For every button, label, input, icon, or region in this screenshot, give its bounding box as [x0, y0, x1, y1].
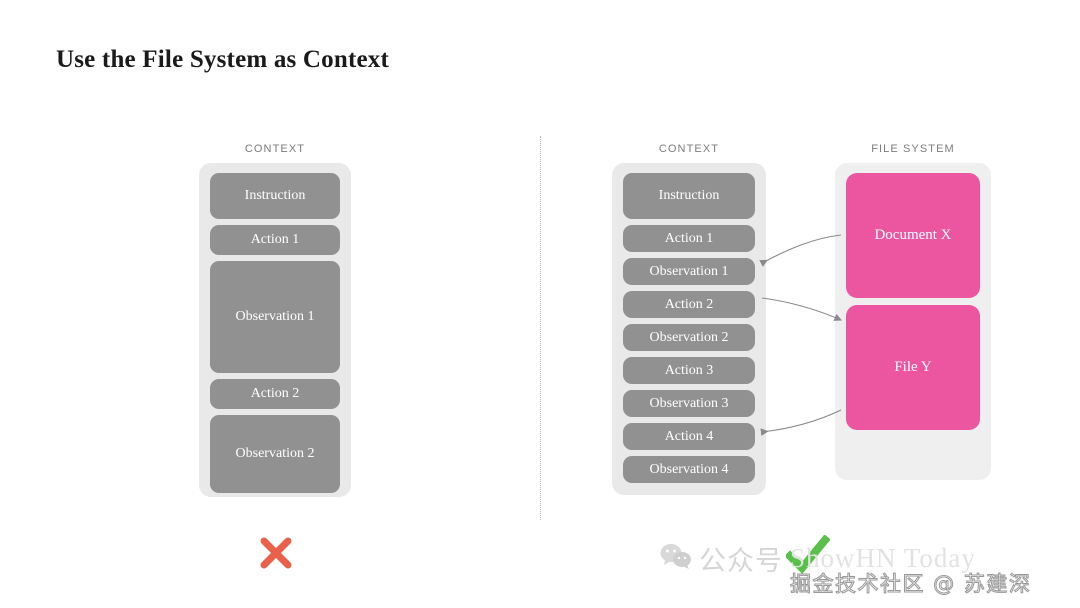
- filesystem-label: FILE SYSTEM: [871, 143, 955, 155]
- left-block-action-2[interactable]: Action 2: [210, 379, 340, 409]
- right-block-action-3[interactable]: Action 3: [623, 357, 755, 384]
- watermark-wechat-label: 公众号: [699, 546, 783, 577]
- panel-divider: [540, 136, 542, 520]
- right-block-observation-4[interactable]: Observation 4: [623, 456, 755, 483]
- watermark-wechat: 公众号 ShowHN Today: [660, 539, 976, 578]
- arrow-action2-to-filesystem: [761, 297, 843, 321]
- file-block-document-x[interactable]: Document X: [846, 173, 980, 298]
- left-block-instruction[interactable]: Instruction: [210, 173, 340, 219]
- left-block-observation-1[interactable]: Observation 1: [210, 261, 340, 373]
- arrow-filey-to-action4: [760, 409, 842, 436]
- watermark-juejin: 掘金技术社区 @ 苏建深: [789, 572, 1032, 597]
- right-block-observation-3[interactable]: Observation 3: [623, 390, 755, 417]
- file-block-file-y[interactable]: File Y: [846, 305, 980, 430]
- wechat-icon: [660, 542, 692, 575]
- left-block-observation-2[interactable]: Observation 2: [210, 415, 340, 493]
- page-title: Use the File System as Context: [56, 46, 390, 73]
- cross-icon: [257, 534, 295, 577]
- filesystem-container: Document X File Y: [835, 163, 991, 480]
- right-block-instruction[interactable]: Instruction: [623, 173, 755, 219]
- left-context-label: CONTEXT: [244, 143, 306, 155]
- right-block-action-4[interactable]: Action 4: [623, 423, 755, 450]
- right-block-action-2[interactable]: Action 2: [623, 291, 755, 318]
- right-block-action-1[interactable]: Action 1: [623, 225, 755, 252]
- file-gap: [846, 298, 980, 305]
- right-context-label: CONTEXT: [658, 143, 720, 155]
- right-block-observation-2[interactable]: Observation 2: [623, 324, 755, 351]
- left-block-action-1[interactable]: Action 1: [210, 225, 340, 255]
- watermark-wechat-handle: ShowHN Today: [790, 543, 976, 573]
- check-icon: [784, 534, 831, 580]
- arrow-documentx-to-observation1: [759, 234, 842, 267]
- right-block-observation-1[interactable]: Observation 1: [623, 258, 755, 285]
